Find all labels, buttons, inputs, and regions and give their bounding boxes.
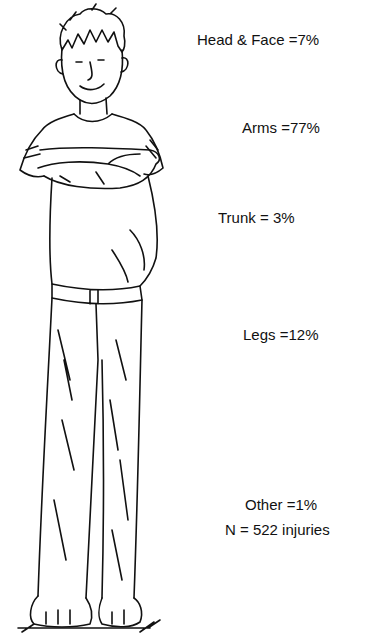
- neck: [80, 98, 107, 114]
- arms: [38, 148, 159, 189]
- right-leg: [102, 300, 142, 598]
- left-shoe: [31, 596, 92, 627]
- belt: [52, 284, 142, 304]
- part-label: Head & Face =7%: [197, 31, 319, 49]
- face: [76, 60, 104, 90]
- right-shoe: [99, 598, 142, 627]
- hair: [60, 4, 125, 52]
- part-label: Arms =77%: [242, 119, 320, 137]
- head-outline: [62, 48, 123, 103]
- part-label: N = 522 injuries: [225, 521, 330, 539]
- collar: [74, 114, 112, 122]
- belly-shading: [112, 230, 144, 282]
- leg-shading: [54, 330, 128, 580]
- part-label: Other =1%: [245, 496, 317, 514]
- part-label: Legs =12%: [243, 326, 318, 344]
- part-label: Trunk = 3%: [218, 209, 295, 227]
- torso: [50, 176, 158, 286]
- ground-hatch: [18, 620, 160, 632]
